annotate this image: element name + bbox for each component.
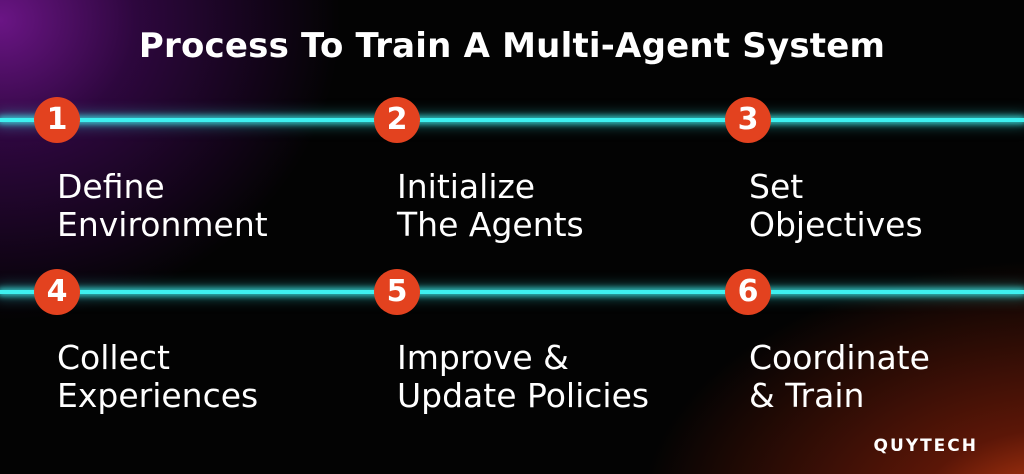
step-6-number-badge: 6 — [725, 269, 771, 315]
brand-logo: QUYTECH — [873, 436, 978, 456]
step-1-label-line-2: Environment — [57, 205, 268, 244]
step-5-label: Improve & Update Policies — [397, 339, 649, 415]
step-3-label-line-2: Objectives — [749, 205, 923, 244]
step-4-label: Collect Experiences — [57, 339, 258, 415]
step-3-label-line-1: Set — [749, 167, 804, 206]
step-2-label: Initialize The Agents — [397, 168, 584, 244]
step-6-label-line-1: Coordinate — [749, 338, 930, 377]
step-5-number-badge: 5 — [374, 269, 420, 315]
step-2-number-badge: 2 — [374, 97, 420, 143]
step-3-number-badge: 3 — [725, 97, 771, 143]
step-4-label-line-1: Collect — [57, 338, 170, 377]
step-1-label: Define Environment — [57, 168, 268, 244]
step-3-label: Set Objectives — [749, 168, 923, 244]
step-2-label-line-2: The Agents — [397, 205, 584, 244]
step-4-label-line-2: Experiences — [57, 376, 259, 415]
page-title: Process To Train A Multi-Agent System — [138, 26, 886, 66]
step-4-number-badge: 4 — [34, 269, 80, 315]
step-5-label-line-1: Improve & — [397, 338, 569, 377]
step-5-label-line-2: Update Policies — [397, 376, 650, 415]
step-1-number-badge: 1 — [34, 97, 80, 143]
step-6-label-line-2: & Train — [749, 376, 865, 415]
step-1-label-line-1: Define — [57, 167, 165, 206]
step-6-label: Coordinate & Train — [749, 339, 930, 415]
timeline-line-bottom — [0, 290, 1024, 294]
step-2-label-line-1: Initialize — [397, 167, 536, 206]
timeline-line-top — [0, 118, 1024, 122]
